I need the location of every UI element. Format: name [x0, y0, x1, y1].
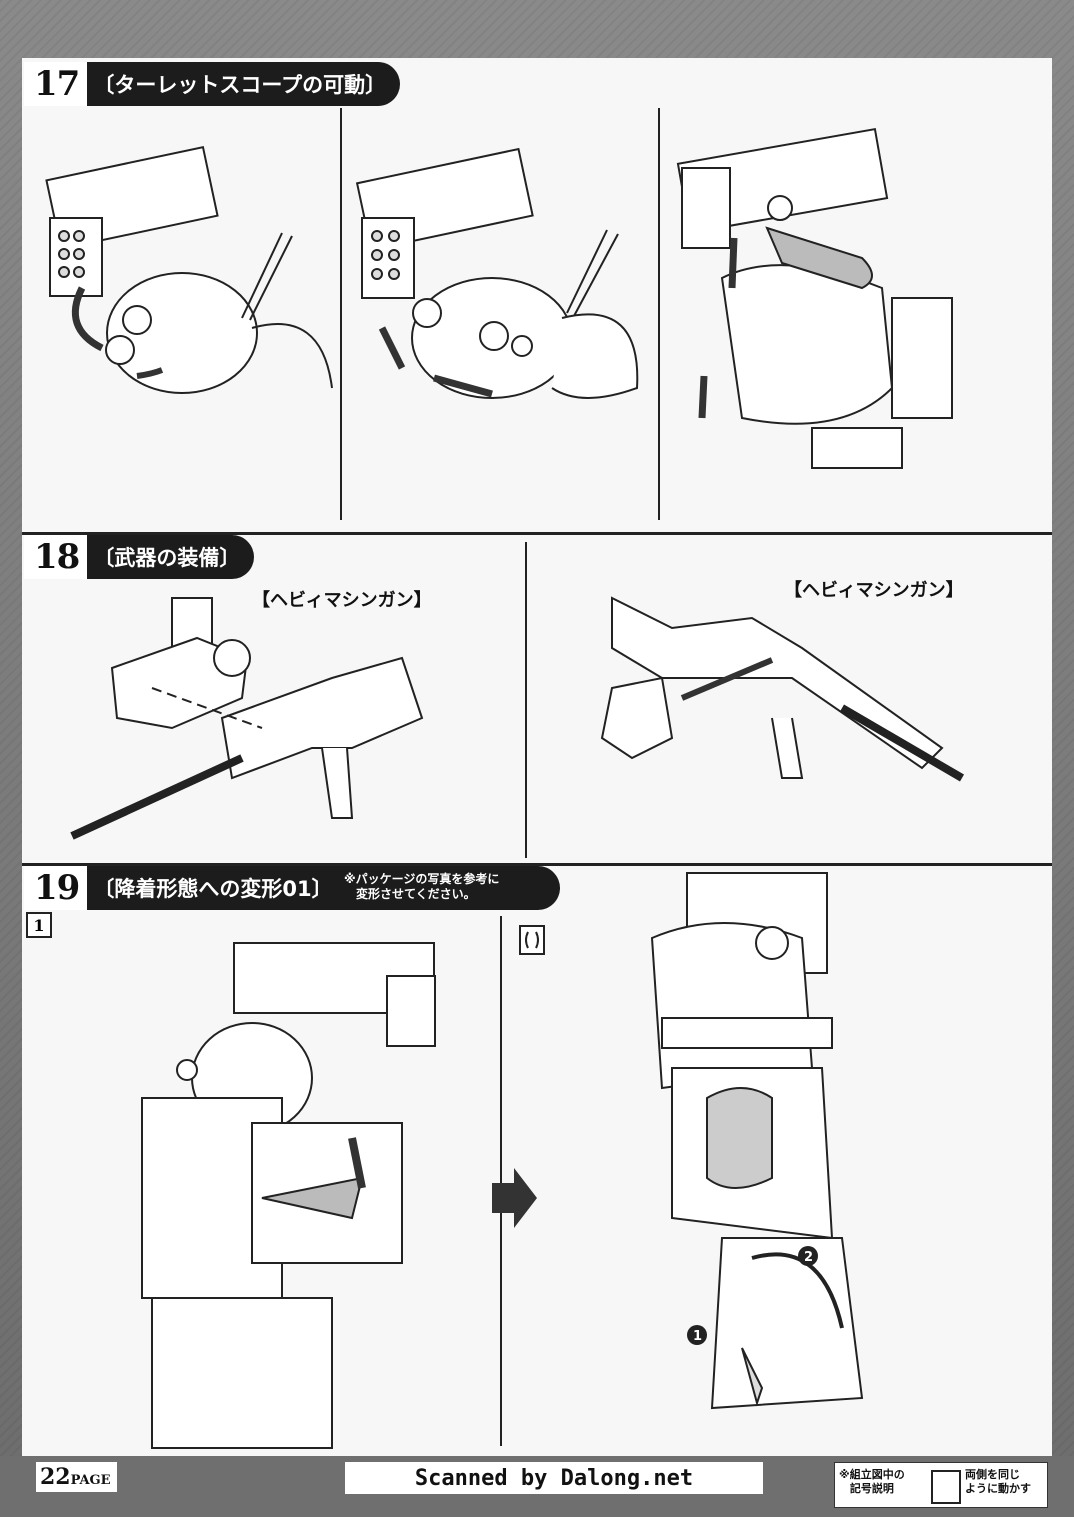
note-line: ※パッケージの写真を参考に — [344, 872, 500, 886]
instruction-page: 17 〔ターレットスコープの可動〕 18 〔武器の装備〕 19 〔降着形態への変… — [22, 58, 1052, 1456]
divider-17-18 — [22, 532, 1052, 535]
legend-title: ※組立図中の 記号説明 — [839, 1468, 905, 1496]
transform-arrow — [492, 1168, 537, 1228]
divider-17-a — [340, 108, 342, 520]
turret-drawing-3 — [676, 127, 953, 469]
symbol-legend: ※組立図中の 記号説明 両側を同じ ように動かす — [834, 1462, 1048, 1508]
callout-1: 1 — [693, 1329, 702, 1344]
legend-title-line: 記号説明 — [849, 1482, 894, 1495]
robot-side-view — [650, 872, 864, 1410]
callout-2-marker — [798, 1246, 818, 1266]
substep-box: 1 — [26, 912, 52, 938]
step-title: 〔降着形態への変形01〕 — [93, 877, 333, 901]
illustration-layer: 1 2 — [45, 127, 965, 1449]
step-19-note: ※パッケージの写真を参考に 変形させてください。 — [344, 872, 499, 902]
turret-drawing-2 — [355, 147, 639, 399]
divider-17-b — [658, 108, 660, 520]
step-number: 17 — [24, 62, 88, 106]
page-number: 22PAGE — [36, 1462, 117, 1492]
step-number: 19 — [24, 866, 88, 910]
turret-drawing-1 — [45, 145, 333, 394]
note-line: 変形させてください。 — [356, 887, 476, 901]
divider-18 — [525, 542, 527, 858]
scanner-credit: Scanned by Dalong.net — [345, 1462, 763, 1494]
step-title: 〔ターレットスコープの可動〕 — [93, 73, 387, 97]
machine-gun-left — [70, 597, 424, 840]
sync-symbol-icon — [519, 925, 545, 955]
callout-1-marker — [687, 1325, 707, 1345]
sync-legend-icon — [931, 1470, 961, 1504]
machine-gun-right — [600, 596, 965, 782]
weapon-label-left: 【ヘビィマシンガン】 — [252, 590, 432, 611]
step-19-header: 19 〔降着形態への変形01〕 ※パッケージの写真を参考に 変形させてください。 — [24, 866, 560, 910]
divider-19 — [500, 916, 502, 1446]
step-18-header: 18 〔武器の装備〕 — [24, 535, 255, 579]
robot-standing — [141, 942, 436, 1449]
weapon-label-right: 【ヘビィマシンガン】 — [784, 580, 964, 601]
legend-title-line: ※組立図中の — [839, 1468, 905, 1481]
page-word: PAGE — [70, 1473, 111, 1488]
step-title: 〔武器の装備〕 — [93, 546, 241, 570]
legend-description: 両側を同じ ように動かす — [965, 1468, 1031, 1496]
divider-18-19 — [22, 863, 1052, 866]
page-number-value: 22 — [40, 1464, 71, 1490]
legend-desc-line: ように動かす — [965, 1482, 1031, 1495]
step-number: 18 — [24, 535, 88, 579]
legend-desc-line: 両側を同じ — [965, 1468, 1020, 1481]
callout-2: 2 — [804, 1250, 813, 1265]
step-17-header: 17 〔ターレットスコープの可動〕 — [24, 62, 401, 106]
